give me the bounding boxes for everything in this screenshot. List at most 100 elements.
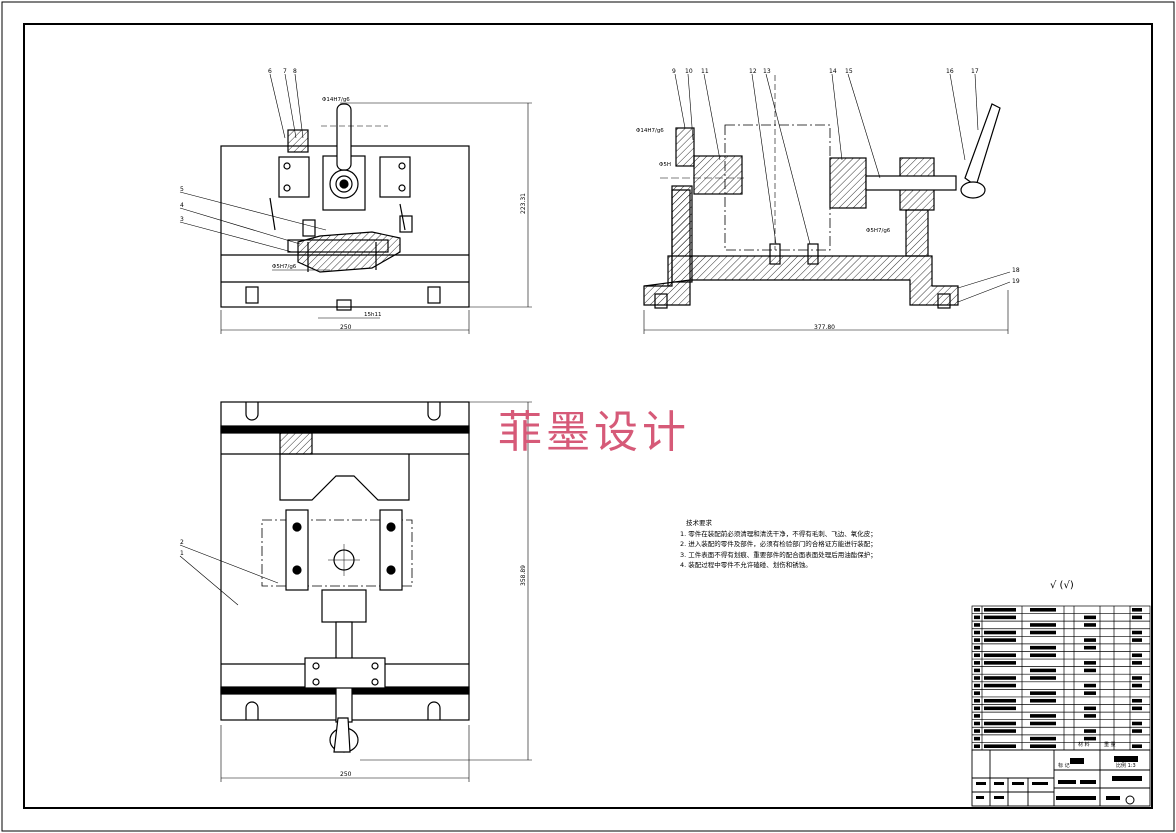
dim-top-height: 358.89 [520, 565, 527, 586]
notes-title: 技术要求 [686, 519, 712, 527]
parts-list-cell-fill [1132, 638, 1142, 642]
parts-list-index-fill [974, 683, 980, 688]
top-view [220, 401, 470, 753]
parts-list-index-fill [974, 721, 980, 726]
front-dimensions [179, 73, 532, 334]
balloon-6: 6 [268, 68, 272, 75]
dim-side-fit-mid: Φ5H7/g6 [866, 228, 891, 234]
balloon-17: 17 [971, 68, 979, 75]
title-block [971, 749, 1151, 807]
parts-list-cell-fill [1132, 706, 1142, 711]
balloon-16: 16 [946, 68, 954, 75]
parts-list-cell-fill [1132, 653, 1142, 658]
balloon-10: 10 [685, 68, 693, 75]
parts-list-index-fill [974, 729, 980, 733]
balloon-15: 15 [845, 68, 853, 75]
parts-list-cell-fill [1030, 623, 1056, 627]
parts-list-cell-fill [1084, 706, 1096, 711]
parts-list-cell-fill [1030, 721, 1056, 726]
balloon-13: 13 [763, 68, 771, 75]
parts-list-cell-fill [1084, 615, 1096, 620]
parts-list-cell-fill [984, 608, 1016, 612]
technical-notes: 技术要求 1. 零件在装配前必须清理和清洗干净，不得有毛刺、飞边、氧化皮； 2.… [680, 518, 877, 571]
balloon-18: 18 [1012, 267, 1020, 274]
parts-list-index-fill [974, 736, 980, 741]
side-dimensions [643, 73, 1011, 334]
parts-list-index-fill [974, 744, 980, 748]
parts-list-cell-fill [1084, 714, 1096, 718]
parts-list-index-fill [974, 615, 980, 620]
parts-list-cell-fill [984, 729, 1016, 733]
parts-list-cell-fill [1030, 714, 1056, 718]
parts-list-cell-fill [984, 698, 1016, 703]
surface-roughness-symbol: √ (√) [1050, 580, 1074, 591]
parts-list-cell-fill [1030, 676, 1056, 680]
dim-side-fit-top: Φ14H7/g6 [636, 128, 664, 134]
note-item: 4. 装配过程中零件不允许磕碰、划伤和锈蚀。 [680, 561, 812, 569]
parts-list-index-fill [974, 630, 980, 635]
parts-list-cell-fill [1132, 661, 1142, 665]
parts-list-cell-fill [1132, 683, 1142, 688]
parts-list-index-fill [974, 653, 980, 658]
inner-border [23, 23, 1153, 809]
dim-side-width: 377.80 [814, 324, 835, 331]
title-weight-cell: 重 量 [1104, 741, 1116, 748]
top-dimensions [179, 401, 532, 782]
parts-list-index-fill [974, 676, 980, 680]
balloon-2: 2 [180, 539, 184, 546]
balloon-14: 14 [829, 68, 837, 75]
parts-list-cell-fill [1030, 645, 1056, 650]
parts-list-cell-fill [1132, 615, 1142, 620]
side-balloons: 9 10 11 12 13 14 15 16 17 18 19 [672, 68, 1020, 285]
title-block-fills [976, 756, 1142, 805]
parts-list-cell-fill [984, 615, 1016, 620]
parts-list-cell-fill [984, 638, 1016, 642]
title-material-cell: 材 料 [1078, 741, 1090, 748]
parts-list-index-fill [974, 608, 980, 612]
parts-list-cell-fill [1084, 691, 1096, 695]
parts-list-cell-fill [984, 653, 1016, 658]
parts-list-cell-fill [984, 630, 1016, 635]
title-scale-cell: 比例 1:3 [1116, 762, 1136, 769]
note-item: 3. 工件表面不得有划痕、重要部件的配合面表面处理后用油酯保护； [680, 550, 877, 559]
parts-list-cell-fill [1030, 668, 1056, 673]
balloon-11: 11 [701, 68, 709, 75]
parts-list-index-fill [974, 645, 980, 650]
title-mark-cell: 标 记 [1058, 762, 1070, 769]
balloon-1: 1 [180, 550, 184, 557]
parts-list-cell-fill [1132, 608, 1142, 612]
parts-list-cell-fill [1030, 698, 1056, 703]
parts-list-cell-fill [984, 661, 1016, 665]
parts-list-cell-fill [984, 676, 1016, 680]
balloon-5: 5 [180, 186, 184, 193]
dim-front-fit-top: Φ14H7/g6 [322, 97, 350, 103]
dim-front-height: 223.31 [520, 193, 527, 214]
dim-side-hole: Φ5H [659, 162, 671, 168]
parts-list-index-fill [974, 623, 980, 627]
balloon-12: 12 [749, 68, 757, 75]
parts-list-index-fill [974, 714, 980, 718]
note-item: 1. 零件在装配前必须清理和清洗干净，不得有毛刺、飞边、氧化皮； [680, 529, 877, 538]
parts-list-cell-fill [1132, 676, 1142, 680]
balloon-19: 19 [1012, 278, 1020, 285]
parts-list-index-fill [974, 638, 980, 642]
parts-list-fills [974, 608, 1142, 748]
parts-list-cell-fill [1030, 736, 1056, 741]
parts-list-cell-fill [1132, 729, 1142, 733]
parts-list-index-fill [974, 661, 980, 665]
parts-list-cell-fill [1084, 736, 1096, 741]
balloon-9: 9 [672, 68, 676, 75]
parts-list-cell-fill [1132, 698, 1142, 703]
parts-list-cell-fill [984, 706, 1016, 711]
parts-list-index-fill [974, 691, 980, 695]
parts-list-cell-fill [1084, 638, 1096, 642]
parts-list-cell-fill [1030, 691, 1056, 695]
side-view [643, 75, 1001, 309]
parts-list-cell-fill [1030, 608, 1056, 612]
parts-list-cell-fill [984, 744, 1016, 748]
dim-front-key: 15h11 [364, 312, 381, 318]
parts-list-cell-fill [1084, 623, 1096, 627]
front-view [220, 103, 470, 311]
